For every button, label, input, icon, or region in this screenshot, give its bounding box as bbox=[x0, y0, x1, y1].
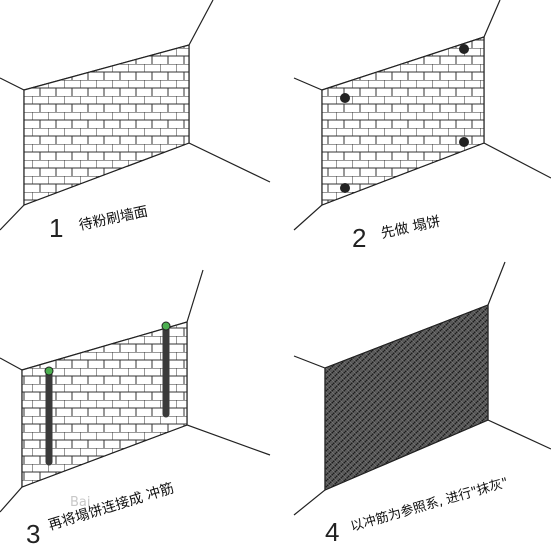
panel-4: 4 以冲筋为参照系, 进行"抹灰" bbox=[293, 261, 551, 547]
plastered-wall bbox=[324, 304, 489, 491]
rib-cap-left bbox=[44, 366, 54, 376]
plaster-dab-bottom-right bbox=[459, 137, 469, 147]
step-number: 1 bbox=[49, 213, 63, 243]
panel-1: 1 待粉刷墙面 bbox=[0, 0, 271, 243]
step-number: 3 bbox=[26, 519, 40, 549]
plaster-dab-bottom-left bbox=[340, 183, 350, 193]
step-number: 4 bbox=[325, 517, 339, 547]
step-caption: 待粉刷墙面 bbox=[78, 204, 150, 234]
step-caption: 以冲筋为参照系, 进行"抹灰" bbox=[349, 474, 510, 534]
panel-3: 3 再将塌饼连接成 冲筋 Bai bbox=[0, 269, 271, 549]
step-caption: 再将塌饼连接成 冲筋 bbox=[46, 479, 176, 533]
plaster-dab-top-left bbox=[340, 93, 350, 103]
watermark: Bai bbox=[70, 495, 91, 510]
brick-wall bbox=[21, 321, 188, 488]
rib-cap-right bbox=[161, 321, 171, 331]
brick-wall bbox=[321, 36, 485, 206]
plaster-dab-top-right bbox=[459, 44, 469, 54]
step-number: 2 bbox=[352, 223, 366, 253]
panel-2: 2 先做 塌饼 bbox=[293, 0, 551, 253]
brick-wall bbox=[23, 44, 190, 206]
step-caption: 先做 塌饼 bbox=[380, 214, 442, 242]
